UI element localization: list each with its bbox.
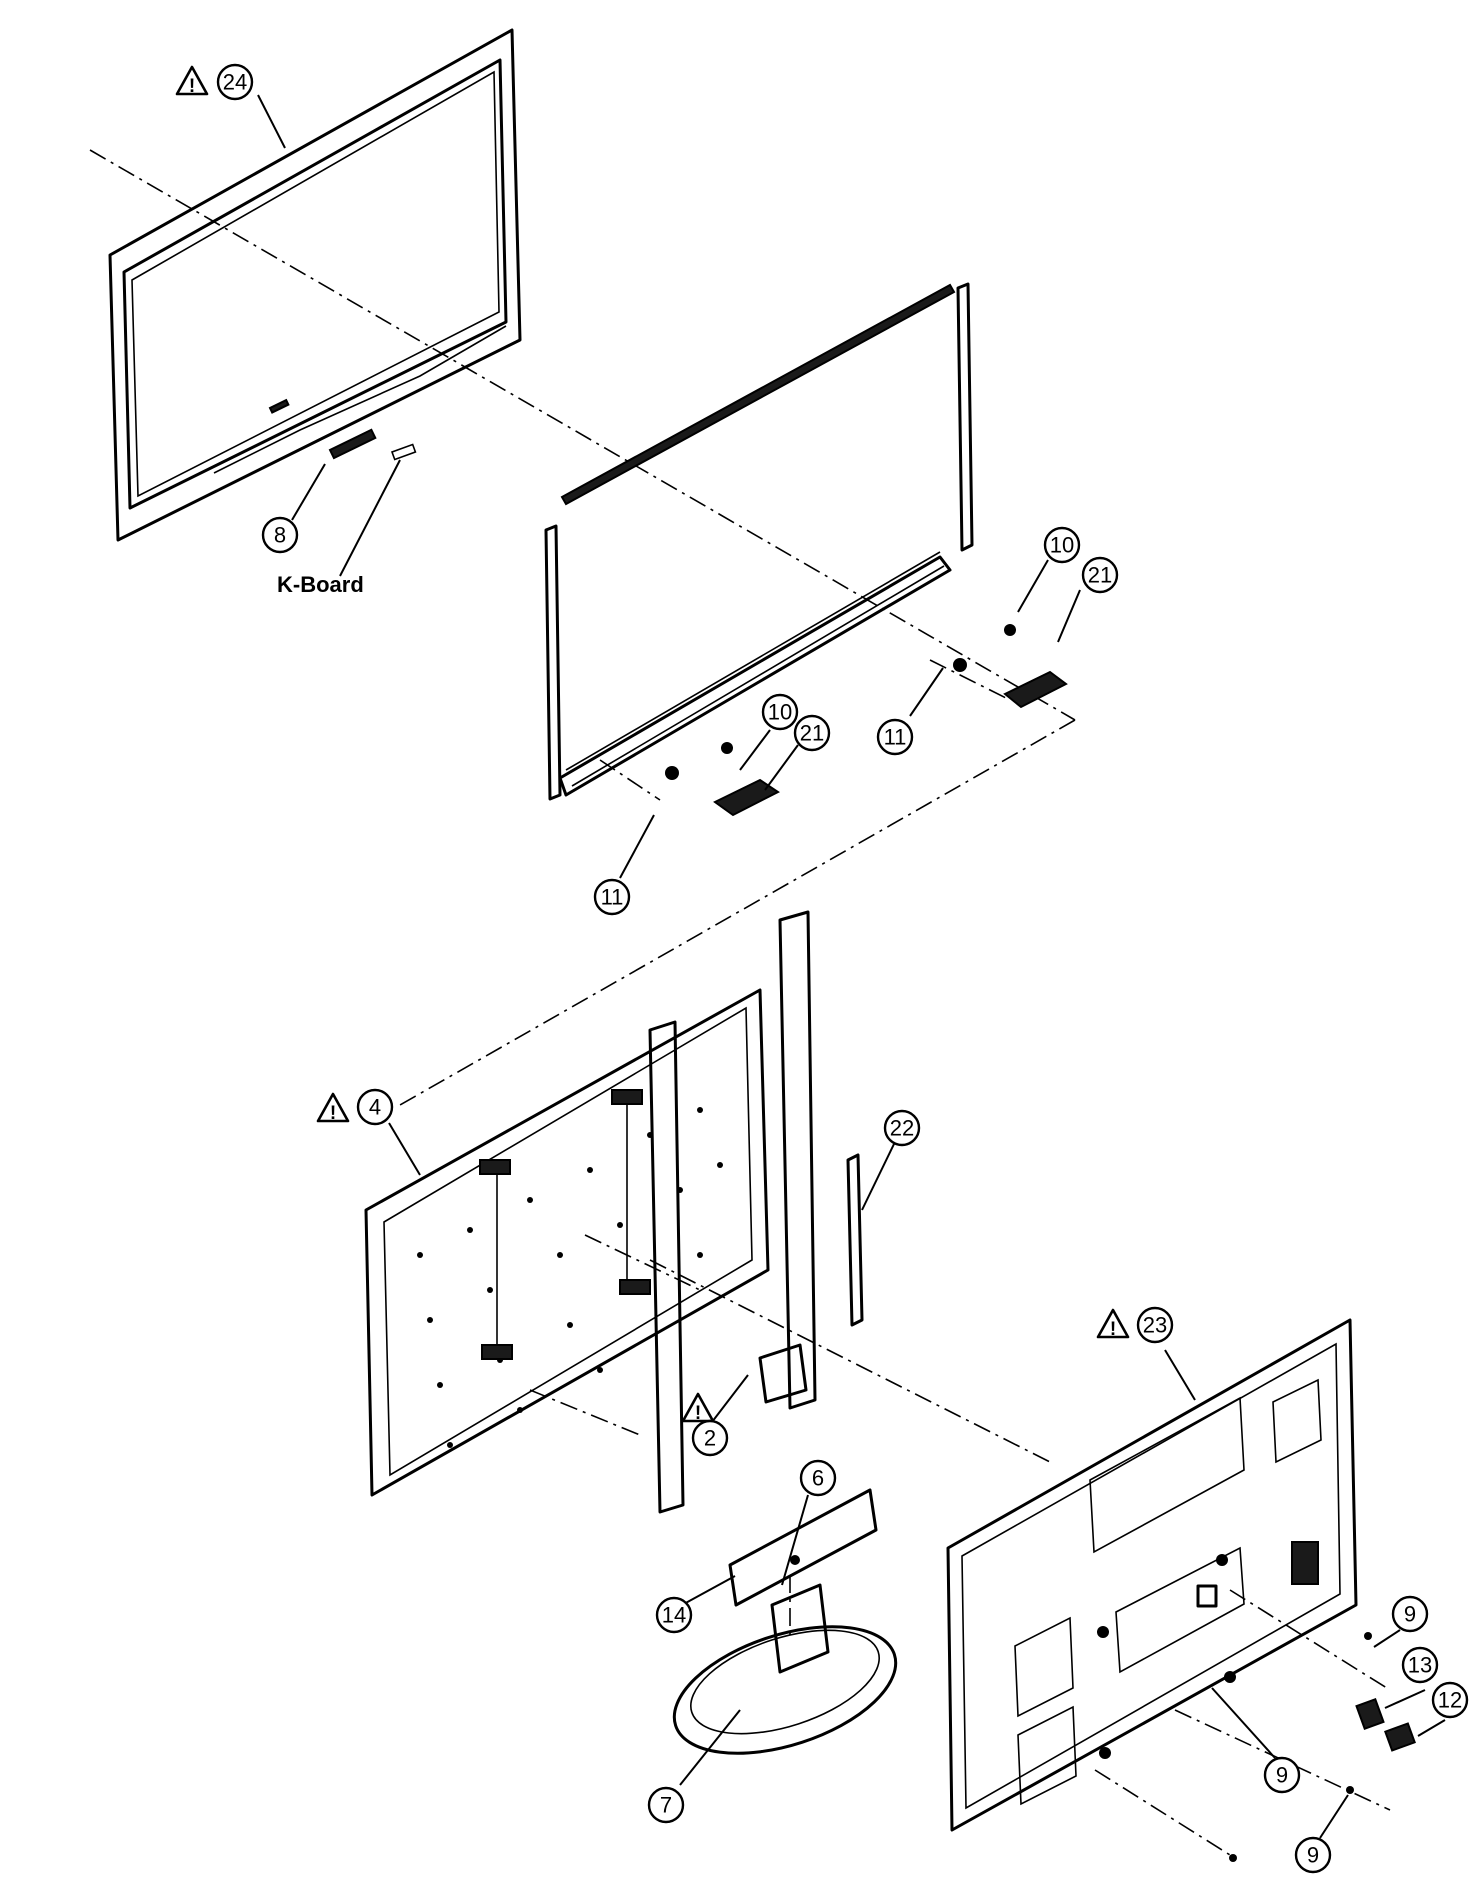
rear-cabinet <box>946 1318 1358 1832</box>
warning-icon-2: ! <box>681 1392 715 1424</box>
svg-text:!: ! <box>695 1403 701 1424</box>
callout-9-bottom: 9 <box>1294 1836 1332 1874</box>
svg-text:10: 10 <box>768 700 792 725</box>
callout-9-top: 9 <box>1391 1595 1429 1633</box>
svg-text:!: ! <box>1110 1319 1116 1340</box>
warning-icon-23: ! <box>1096 1308 1130 1340</box>
svg-text:9: 9 <box>1404 1602 1416 1627</box>
svg-text:7: 7 <box>660 1793 672 1818</box>
svg-text:23: 23 <box>1143 1313 1167 1338</box>
svg-text:10: 10 <box>1050 533 1074 558</box>
svg-text:13: 13 <box>1408 1653 1432 1678</box>
callout-22: 22 <box>883 1109 921 1147</box>
svg-text:9: 9 <box>1276 1763 1288 1788</box>
svg-text:9: 9 <box>1307 1843 1319 1868</box>
assembly-axis-lines <box>89 149 1391 1856</box>
panel-frame <box>544 282 1068 817</box>
svg-text:!: ! <box>189 76 195 97</box>
callout-7: 7 <box>647 1786 685 1824</box>
callout-10-right: 10 <box>1043 526 1081 564</box>
leader-lines <box>257 94 1446 1839</box>
warning-icon-24: ! <box>175 65 209 97</box>
stand-bracket <box>648 910 817 1514</box>
callout-10-left: 10 <box>761 693 799 731</box>
svg-text:22: 22 <box>890 1116 914 1141</box>
svg-text:24: 24 <box>223 70 247 95</box>
svg-text:21: 21 <box>800 721 824 746</box>
svg-text:21: 21 <box>1088 563 1112 588</box>
callout-13: 13 <box>1401 1646 1439 1684</box>
svg-text:11: 11 <box>601 885 624 910</box>
k-board-label: K-Board <box>277 572 364 597</box>
callout-23: 23 <box>1136 1306 1174 1344</box>
front-bezel <box>108 28 522 542</box>
svg-text:12: 12 <box>1438 1688 1462 1713</box>
svg-text:8: 8 <box>274 523 286 548</box>
svg-text:2: 2 <box>704 1426 716 1451</box>
warning-icon-4: ! <box>316 1092 350 1124</box>
callout-8: 8 <box>261 516 299 554</box>
stand-neck-plate <box>728 1488 878 1607</box>
callout-21-right: 21 <box>1081 556 1119 594</box>
svg-text:4: 4 <box>369 1095 381 1120</box>
callout-9-mid: 9 <box>1263 1756 1301 1794</box>
svg-text:6: 6 <box>812 1466 824 1491</box>
panel-back <box>364 988 770 1497</box>
svg-text:11: 11 <box>884 725 907 750</box>
side-cover <box>846 1153 864 1327</box>
callout-2: 2 <box>691 1419 729 1457</box>
callout-14: 14 <box>655 1596 693 1634</box>
callout-24: 24 <box>216 63 254 101</box>
callout-11-right: 11 <box>876 718 914 756</box>
pedestal-base <box>672 1583 898 1755</box>
callout-4: 4 <box>356 1088 394 1126</box>
callout-12: 12 <box>1431 1681 1469 1719</box>
callout-11-left: 11 <box>593 878 631 916</box>
small-parts <box>1229 1632 1416 1862</box>
svg-text:!: ! <box>330 1103 336 1124</box>
callout-21-left: 21 <box>793 714 831 752</box>
svg-text:14: 14 <box>662 1603 686 1628</box>
callout-6: 6 <box>799 1459 837 1497</box>
